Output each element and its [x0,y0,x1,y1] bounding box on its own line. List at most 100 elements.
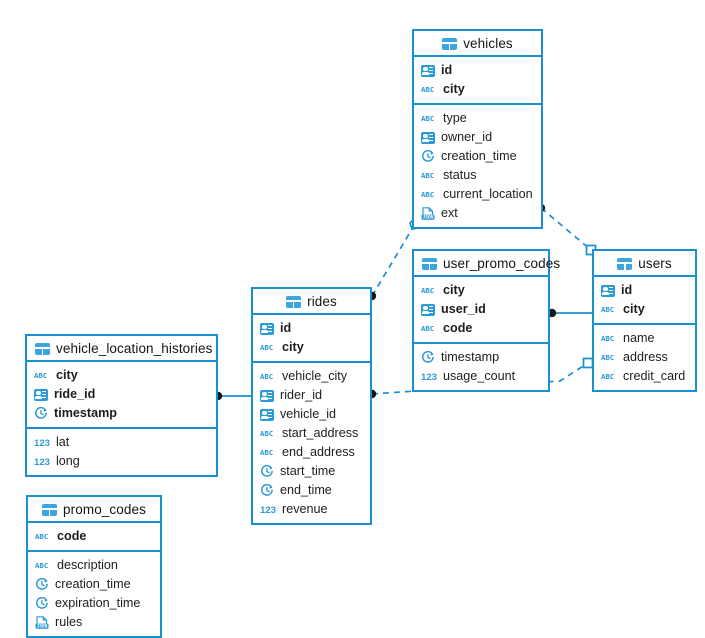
field-name: expiration_time [55,596,141,610]
field-name: creation_time [55,577,131,591]
key-field-row[interactable]: ABC code [28,527,160,546]
key-field-row[interactable]: id [594,281,695,300]
field-name: description [57,558,118,572]
key-field-row[interactable]: timestamp [27,404,216,423]
table-header[interactable]: user_promo_codes [414,251,560,277]
table-header[interactable]: vehicles [414,31,541,57]
key-field-row[interactable]: id [414,61,541,80]
field-name: timestamp [441,350,500,364]
svg-text:JSON: JSON [37,624,48,629]
field-name: vehicle_city [282,369,348,383]
field-row[interactable]: owner_id [414,128,541,147]
field-name: type [443,111,467,125]
uuid-icon [421,131,435,144]
field-name: usage_count [443,369,516,383]
relationship-vehicle-location-histories-to-rides[interactable] [213,391,251,401]
table-icon [422,257,437,270]
field-row[interactable]: ABC description [28,556,160,575]
field-name: city [56,368,78,382]
field-row[interactable]: creation_time [28,575,160,594]
table-title: user_promo_codes [443,256,561,271]
field-name: ext [441,206,458,220]
table-header[interactable]: users [594,251,695,277]
abc-icon: ABC [601,371,615,381]
clock-icon [35,578,49,591]
relationship-vehicles-to-users[interactable] [536,203,597,256]
abc-icon: ABC [260,342,274,352]
primary-key-section: ABC code [28,523,160,552]
clock-icon [34,407,48,420]
key-field-row[interactable]: ABC city [27,366,216,385]
field-row[interactable]: ABC type [414,109,541,128]
field-row[interactable]: vehicle_id [253,405,370,424]
field-name: address [623,350,668,364]
number-icon: 123 [34,456,51,468]
field-name: start_address [282,426,359,440]
relationship-line [540,207,592,251]
table-icon [42,503,58,516]
field-name: id [441,63,453,77]
number-icon: 123 [260,504,277,516]
key-field-row[interactable]: ride_id [27,385,216,404]
field-name: code [57,529,87,543]
key-field-row[interactable]: user_id [414,300,548,319]
relationship-user-promo-codes-to-users[interactable] [547,308,592,318]
table-header[interactable]: rides [253,289,370,315]
field-row[interactable]: ABC address [594,348,695,367]
abc-icon: ABC [421,113,435,123]
uuid-icon [601,284,615,297]
field-name: end_address [282,445,355,459]
field-row[interactable]: timestamp [414,348,548,367]
field-row[interactable]: 123 usage_count [414,367,548,386]
field-row[interactable]: JSON ext [414,204,541,223]
key-field-row[interactable]: id [253,319,370,338]
table-header[interactable]: vehicle_location_histories [27,336,216,362]
table-icon [442,37,458,50]
field-row[interactable]: expiration_time [28,594,160,613]
svg-text:JSON: JSON [423,215,434,220]
field-row[interactable]: end_time [253,481,370,500]
field-row[interactable]: rider_id [253,386,370,405]
abc-icon: ABC [35,531,49,541]
abc-icon: ABC [601,352,615,362]
abc-icon: ABC [35,560,49,570]
uuid-icon [34,388,48,401]
number-icon: 123 [421,371,438,383]
abc-icon: ABC [421,189,435,199]
abc-icon: ABC [34,370,48,380]
field-name: city [623,302,645,316]
abc-icon: ABC [421,170,435,180]
table-header[interactable]: promo_codes [28,497,160,523]
clock-icon [260,484,274,497]
field-row[interactable]: creation_time [414,147,541,166]
field-row[interactable]: start_time [253,462,370,481]
field-name: user_id [441,302,486,316]
